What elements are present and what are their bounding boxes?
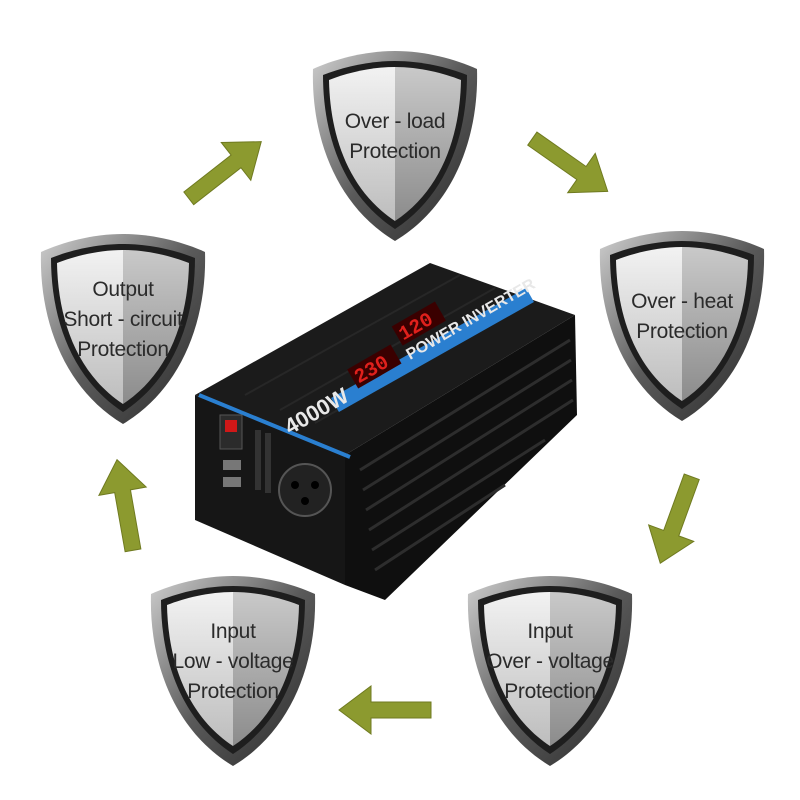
shield-input-overvoltage: Input Over - voltage Protection <box>460 570 640 770</box>
arrow-icon <box>167 116 283 225</box>
power-inverter-image: POWER INVERTER 4000W 230 120 <box>185 255 605 615</box>
shield-icon <box>312 51 478 241</box>
arrow-icon <box>631 463 722 577</box>
shield-input-lowvoltage: Input Low - voltage Protection <box>143 570 323 770</box>
shield-icon <box>599 231 765 421</box>
shield-label: Over - heat Protection <box>631 290 733 343</box>
shield-icon <box>467 576 633 766</box>
shield-label: Over - load Protection <box>344 110 446 163</box>
shield-icon <box>40 234 206 424</box>
arrow-icon <box>512 112 628 219</box>
shield-label: Output Short - circuit Protection <box>63 278 183 361</box>
shield-label: Input Low - voltage Protection <box>172 620 294 703</box>
shield-output-short: Output Short - circuit Protection <box>33 228 213 428</box>
inverter-icon: POWER INVERTER 4000W 230 120 <box>195 263 577 600</box>
socket-icon <box>278 463 332 517</box>
arrow-icon <box>335 680 435 740</box>
shield-overload: Over - load Protection <box>305 45 485 245</box>
shield-label: Input Over - voltage Protection <box>486 620 614 703</box>
shield-overheat: Over - heat Protection <box>592 225 772 425</box>
shield-icon <box>150 576 316 766</box>
arrow-icon <box>87 451 163 560</box>
